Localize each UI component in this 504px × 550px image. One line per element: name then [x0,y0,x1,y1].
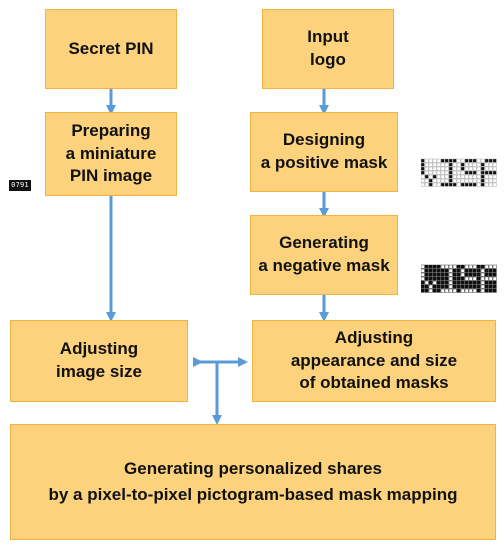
label-adjusting-image-size: Adjusting image size [56,339,142,381]
box-generating-shares: Generating personalized shares by a pixe… [10,424,496,540]
label-input-logo: Input logo [307,27,349,69]
visa-positive-mask-icon [421,158,497,187]
box-preparing-pin-image: Preparing a miniature PIN image [45,112,177,196]
box-designing-positive-mask: Designing a positive mask [250,112,398,192]
label-generating-negative-mask: Generating a negative mask [258,233,390,275]
pin-thumbnail: 0791 [9,180,31,191]
visa-negative-mask-icon [421,264,497,293]
label-generating-shares: Generating personalized shares by a pixe… [48,458,458,504]
box-generating-negative-mask: Generating a negative mask [250,215,398,295]
label-designing-positive-mask: Designing a positive mask [260,130,388,172]
label-preparing-pin-image: Preparing a miniature PIN image [65,120,157,186]
label-secret-pin: Secret PIN [68,38,154,58]
label-adjusting-masks: Adjusting appearance and size of obtaine… [290,327,458,393]
box-adjusting-masks: Adjusting appearance and size of obtaine… [252,320,496,402]
box-secret-pin: Secret PIN [45,9,177,89]
box-adjusting-image-size: Adjusting image size [10,320,188,402]
box-input-logo: Input logo [262,9,394,89]
